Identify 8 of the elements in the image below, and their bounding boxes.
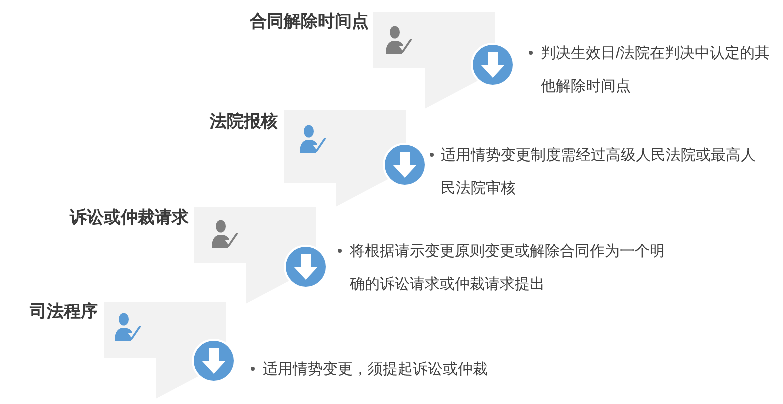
step-heading: 法院报核: [210, 111, 278, 133]
step-description: 判决生效日/法院在判决中认定的其他解除时间点: [541, 44, 772, 96]
step-heading: 司法程序: [30, 301, 98, 323]
step-description: 将根据请示变更原则变更或解除合同作为一个明确的诉讼请求或仲裁请求提出: [350, 242, 666, 294]
step-description: 适用情势变更制度需经过高级人民法院或最高人民法院审核: [441, 146, 757, 198]
step-description: 适用情势变更，须提起诉讼或仲裁: [263, 360, 489, 380]
step-heading: 诉讼或仲裁请求: [70, 207, 189, 229]
step-heading: 合同解除时间点: [250, 11, 369, 33]
